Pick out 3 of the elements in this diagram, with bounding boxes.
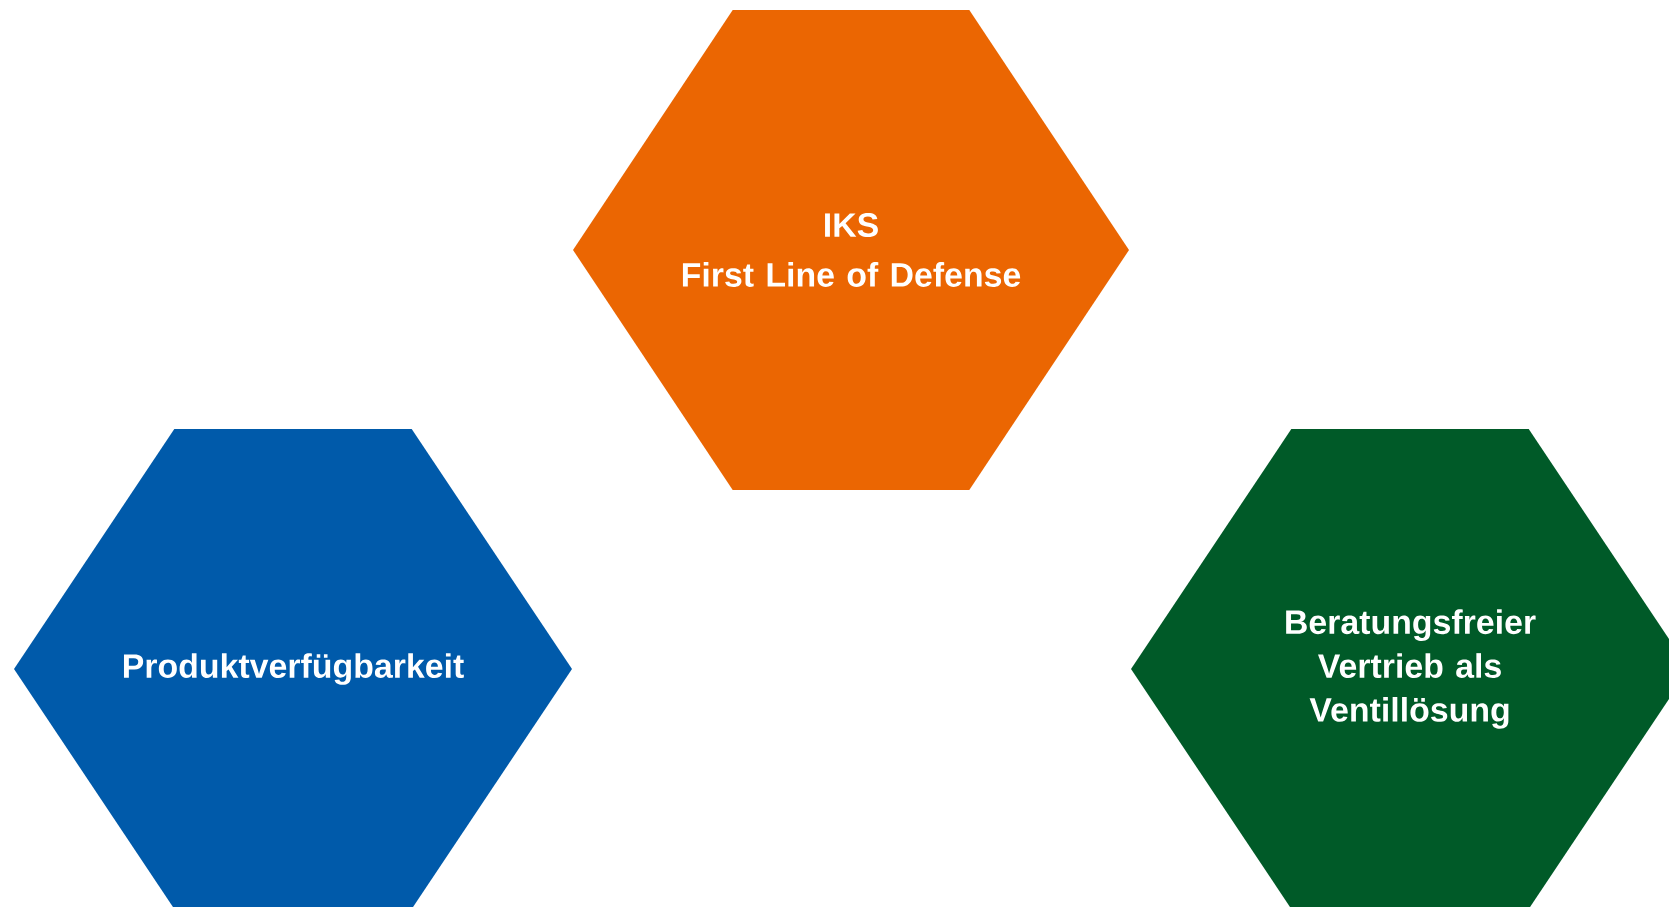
hexagon: Produktverfügbarkeit xyxy=(14,429,572,907)
hexagon: Beratungsfreier Vertrieb als Ventillösung xyxy=(1131,429,1669,907)
hexagon: IKS First Line of Defense xyxy=(573,10,1129,490)
